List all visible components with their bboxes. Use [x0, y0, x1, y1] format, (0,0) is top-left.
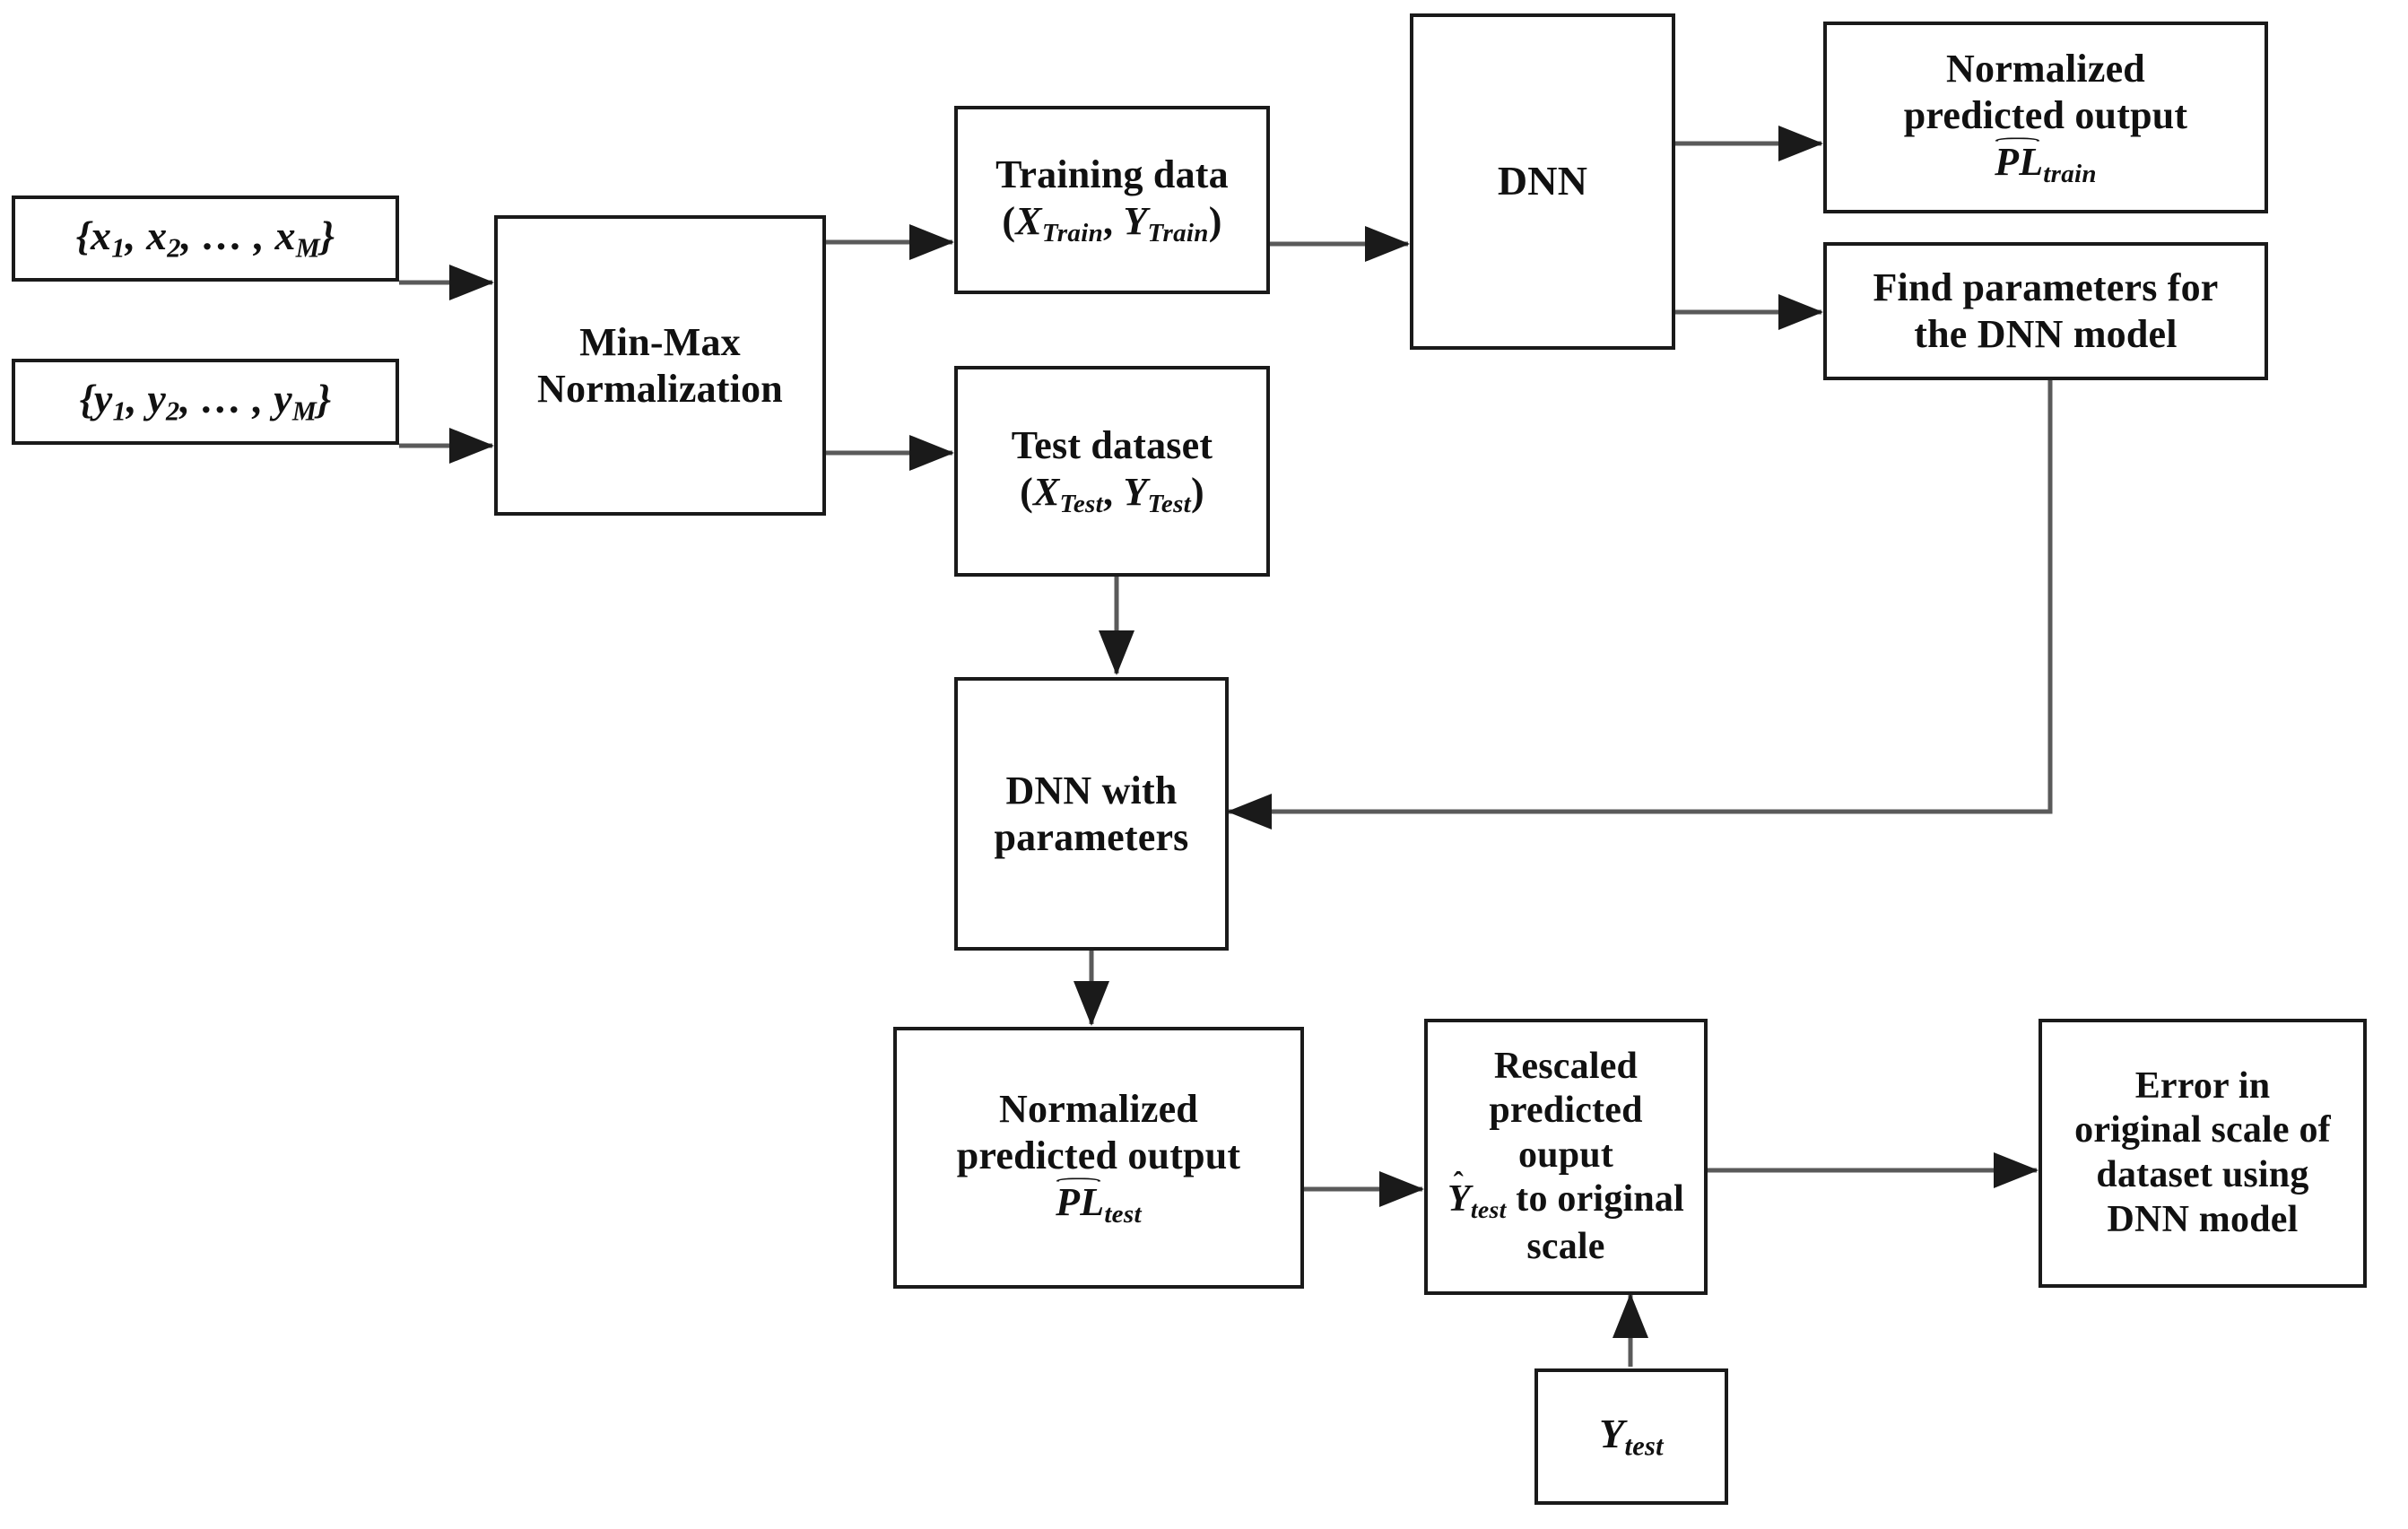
node-x-input[interactable]: {x1, x2, … , xM}: [12, 195, 399, 282]
node-normalized-predicted-output-test[interactable]: Normalized predicted output PLtest: [893, 1027, 1304, 1289]
minmax-label: Min-Max Normalization: [537, 319, 783, 411]
y-input-label: {y1, y2, … , yM}: [79, 376, 332, 427]
node-minmax-normalization[interactable]: Min-Max Normalization: [494, 215, 826, 516]
test-dataset-label: Test dataset (XTest, YTest): [1011, 423, 1213, 519]
node-error-original-scale[interactable]: Error in original scale of dataset using…: [2039, 1019, 2367, 1288]
error-label: Error in original scale of dataset using…: [2074, 1064, 2331, 1240]
normalized-predicted-output-test-label: Normalized predicted output PLtest: [956, 1086, 1241, 1229]
node-training-data[interactable]: Training data (XTrain, YTrain): [954, 106, 1270, 294]
node-dnn-with-parameters[interactable]: DNN with parameters: [954, 677, 1229, 951]
dnn-label: DNN: [1497, 158, 1588, 204]
node-dnn[interactable]: DNN: [1410, 13, 1675, 350]
normalized-predicted-output-train-label: Normalized predicted output PLtrain: [1903, 46, 2188, 188]
dnn-with-parameters-label: DNN with parameters: [994, 768, 1189, 859]
find-parameters-label: Find parameters for the DNN model: [1873, 265, 2219, 356]
edge-findparams-to-dnnparams: [1227, 380, 2053, 830]
node-find-parameters[interactable]: Find parameters for the DNN model: [1823, 242, 2268, 380]
training-data-label: Training data (XTrain, YTrain): [995, 152, 1229, 248]
x-input-label: {x1, x2, … , xM}: [75, 213, 335, 264]
node-normalized-predicted-output-train[interactable]: Normalized predicted output PLtrain: [1823, 22, 2268, 213]
node-test-dataset[interactable]: Test dataset (XTest, YTest): [954, 366, 1270, 577]
node-y-input[interactable]: {y1, y2, … , yM}: [12, 359, 399, 445]
node-y-test[interactable]: Ytest: [1534, 1368, 1728, 1505]
y-test-label: Ytest: [1599, 1411, 1664, 1462]
